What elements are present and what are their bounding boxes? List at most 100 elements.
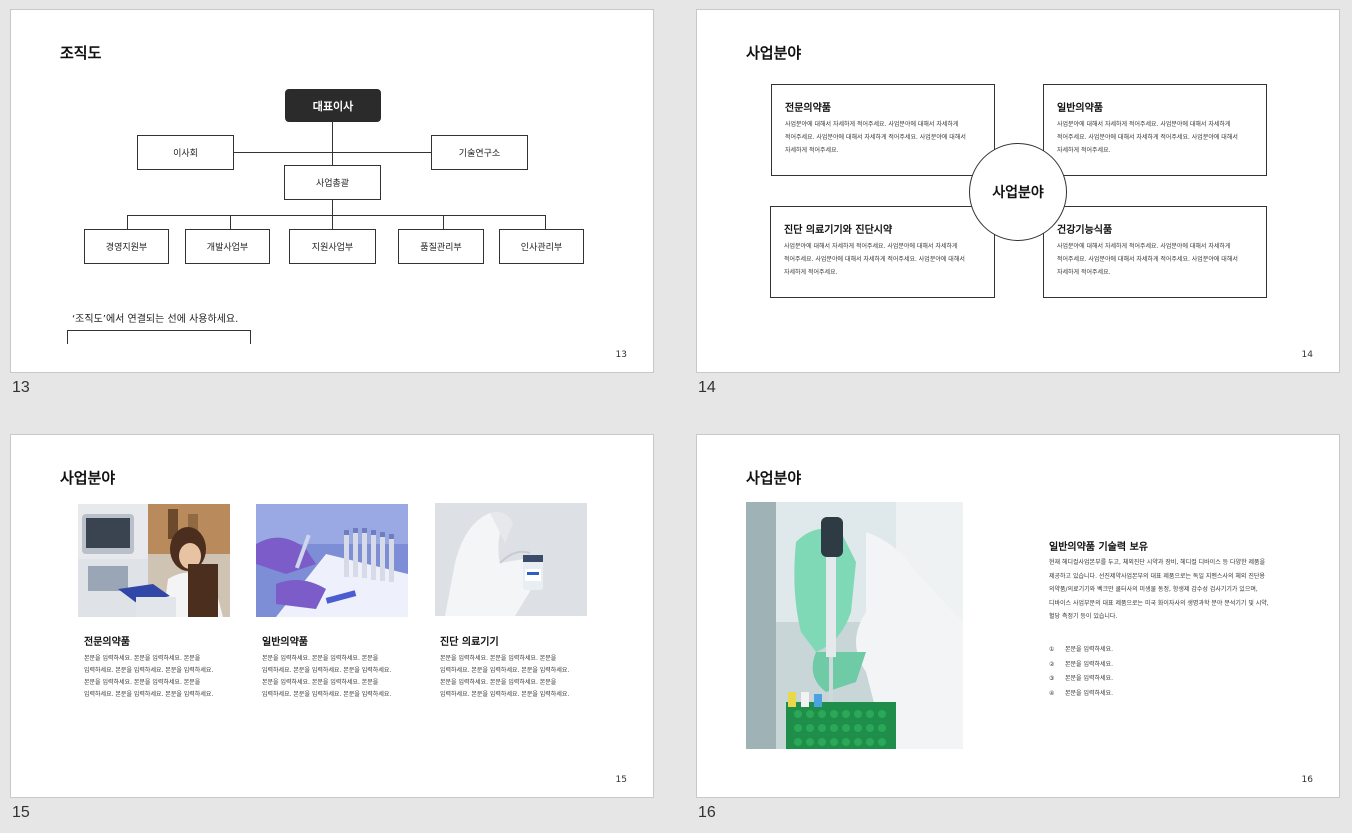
org-gm-box: 사업총괄: [284, 165, 381, 200]
card-title: 전문의약품: [785, 103, 831, 114]
card-line: 입력하세요. 본문을 입력하세요. 본문을 입력하세요.: [440, 667, 570, 674]
card-body: 사업분야에 대해서 자세하게 적어주세요. 사업분야에 대해서 자세하게 적어주…: [785, 118, 981, 157]
card-line: 입력하세요. 본문을 입력하세요. 본문을 입력하세요.: [262, 667, 392, 674]
slide-13-label: 13: [12, 379, 30, 396]
card-title: 건강기능식품: [1057, 225, 1113, 236]
slide-title: 사업분야: [746, 469, 802, 487]
card-line: 본문을 입력하세요. 본문을 입력하세요. 본문을: [262, 655, 379, 662]
list-text: 본문을 입력하세요.: [1065, 660, 1113, 668]
slide-15[interactable]: 사업분야: [10, 434, 654, 798]
list-item: ④ 본문을 입력하세요.: [1049, 687, 1113, 702]
card-body: 본문을 입력하세요. 본문을 입력하세요. 본문을 입력하세요. 본문을 입력하…: [440, 653, 600, 701]
card-line: 자세하게 적어주세요.: [1057, 269, 1111, 276]
gloved-hand-vial-photo: [435, 503, 587, 616]
connector-line: [230, 215, 231, 230]
connector-line: [332, 199, 333, 216]
card-body: 사업분야에 대해서 자세하게 적어주세요. 사업분야에 대해서 자세하게 적어주…: [1057, 240, 1253, 279]
card-line: 사업분야에 대해서 자세하게 적어주세요. 사업분야에 대해서 자세하게: [784, 243, 958, 250]
pipette-lab-photo: [746, 502, 963, 749]
connector-line: [332, 121, 333, 175]
card-line: 입력하세요. 본문을 입력하세요. 본문을 입력하세요.: [84, 667, 214, 674]
paragraph-line: 혈당 측정기 등이 있습니다.: [1049, 613, 1118, 620]
center-label: 사업분야: [992, 185, 1044, 201]
paragraph-line: 의약품/의료기기와 벡크만 쿨터사의 미생물 동정, 항생제 감수성 검사기기가…: [1049, 586, 1258, 593]
list-item: ② 본문을 입력하세요.: [1049, 658, 1113, 673]
card-line: 본문을 입력하세요. 본문을 입력하세요. 본문을: [262, 679, 379, 686]
card-body: 사업분야에 대해서 자세하게 적어주세요. 사업분야에 대해서 자세하게 적어주…: [784, 240, 981, 279]
org-dept-box: 인사관리부: [499, 229, 584, 264]
org-dept-box: 품질관리부: [398, 229, 484, 264]
card-title: 일반의약품: [262, 637, 308, 648]
slide-15-label: 15: [12, 804, 30, 821]
business-area-card: 건강기능식품 사업분야에 대해서 자세하게 적어주세요. 사업분야에 대해서 자…: [1043, 206, 1267, 298]
org-ceo-box: 대표이사: [285, 89, 381, 122]
card-line: 본문을 입력하세요. 본문을 입력하세요. 본문을: [440, 655, 557, 662]
product-card: 진단 의료기기 본문을 입력하세요. 본문을 입력하세요. 본문을 입력하세요.…: [440, 633, 600, 701]
business-area-card: 진단 의료기기와 진단시약 사업분야에 대해서 자세하게 적어주세요. 사업분야…: [770, 206, 995, 298]
center-circle: 사업분야: [969, 143, 1067, 241]
list-item: ③ 본문을 입력하세요.: [1049, 672, 1113, 687]
product-card: 일반의약품 본문을 입력하세요. 본문을 입력하세요. 본문을 입력하세요. 본…: [262, 633, 422, 701]
card-line: 적어주세요. 사업분야에 대해서 자세하게 적어주세요. 사업분야에 대해서: [1057, 256, 1238, 263]
card-line: 입력하세요. 본문을 입력하세요. 본문을 입력하세요.: [262, 691, 392, 698]
page-number: 15: [615, 775, 627, 785]
business-area-card: 전문의약품 사업분야에 대해서 자세하게 적어주세요. 사업분야에 대해서 자세…: [771, 84, 995, 176]
slide-16[interactable]: 사업분야 일반의약품 기술력 보유 현재 헤디컬사업본부를 두고,: [696, 434, 1340, 798]
connector-sample-line: [67, 330, 251, 344]
list-number: ④: [1049, 689, 1055, 697]
connector-line: [233, 152, 431, 153]
connector-line: [332, 215, 333, 230]
card-line: 사업분야에 대해서 자세하게 적어주세요. 사업분야에 대해서 자세하게: [1057, 243, 1231, 250]
list-number: ②: [1049, 660, 1055, 668]
connector-line: [545, 215, 546, 230]
card-line: 적어주세요. 사업분야에 대해서 자세하게 적어주세요. 사업분야에 대해서: [1057, 134, 1238, 141]
org-dept-box: 경영지원부: [84, 229, 169, 264]
page-number: 14: [1301, 350, 1313, 360]
list-text: 본문을 입력하세요.: [1065, 675, 1113, 682]
slide-14[interactable]: 사업분야 전문의약품 사업분야에 대해서 자세하게 적어주세요. 사업분야에 대…: [696, 9, 1340, 373]
slide-title: 조직도: [60, 44, 102, 62]
slide-14-label: 14: [698, 379, 716, 396]
org-board-box: 이사회: [137, 135, 234, 170]
paragraph-line: 디바이스 사업부문의 대표 제품으로는 미국 화이자사의 생명과학 분야 분석기…: [1049, 599, 1269, 607]
section-paragraph: 현재 헤디컬사업본부를 두고, 체외진단 시약과 장비, 헤디컬 디바이스 등 …: [1049, 556, 1299, 624]
card-line: 사업분야에 대해서 자세하게 적어주세요. 사업분야에 대해서 자세하게: [1057, 121, 1231, 128]
card-line: 본문을 입력하세요. 본문을 입력하세요. 본문을: [84, 679, 201, 686]
paragraph-line: 현재 헤디컬사업본부를 두고, 체외진단 시약과 장비, 헤디컬 디바이스 등 …: [1049, 559, 1266, 566]
connector-line: [127, 215, 128, 230]
card-line: 사업분야에 대해서 자세하게 적어주세요. 사업분야에 대해서 자세하게: [785, 121, 959, 128]
card-body: 본문을 입력하세요. 본문을 입력하세요. 본문을 입력하세요. 본문을 입력하…: [262, 653, 422, 701]
card-title: 진단 의료기기: [440, 637, 499, 648]
slide-13[interactable]: 조직도 대표이사 이사회 기술연구소 사업총괄 경영지원부 개발사업부 지원사업…: [10, 9, 654, 373]
connector-line: [443, 215, 444, 230]
slide-title: 사업분야: [746, 44, 802, 62]
card-line: 본문을 입력하세요. 본문을 입력하세요. 본문을: [84, 655, 201, 662]
list-number: ③: [1049, 675, 1055, 682]
page-number: 16: [1301, 775, 1313, 785]
slide-title: 사업분야: [60, 469, 116, 487]
card-line: 본문을 입력하세요. 본문을 입력하세요. 본문을: [440, 679, 557, 686]
section-heading: 일반의약품 기술력 보유: [1049, 542, 1148, 553]
paragraph-line: 제공하고 있습니다. 선진제약사업본부의 대표 제품으로는 독일 지멘스사의 체…: [1049, 572, 1265, 580]
card-line: 자세하게 적어주세요.: [785, 147, 839, 154]
lab-researcher-photo: [78, 504, 230, 617]
list-text: 본문을 입력하세요.: [1065, 689, 1113, 697]
product-card: 전문의약품 본문을 입력하세요. 본문을 입력하세요. 본문을 입력하세요. 본…: [84, 633, 244, 701]
page-number: 13: [615, 350, 627, 360]
card-line: 자세하게 적어주세요.: [784, 269, 838, 276]
card-title: 일반의약품: [1057, 103, 1103, 114]
org-dept-box: 지원사업부: [289, 229, 376, 264]
connector-line: [127, 215, 546, 216]
list-text: 본문을 입력하세요.: [1065, 646, 1113, 653]
business-area-card: 일반의약품 사업분야에 대해서 자세하게 적어주세요. 사업분야에 대해서 자세…: [1043, 84, 1267, 176]
card-body: 본문을 입력하세요. 본문을 입력하세요. 본문을 입력하세요. 본문을 입력하…: [84, 653, 244, 701]
connector-note: ‘조직도’에서 연결되는 선에 사용하세요.: [72, 314, 239, 325]
slide-16-label: 16: [698, 804, 716, 821]
card-line: 적어주세요. 사업분야에 대해서 자세하게 적어주세요. 사업분야에 대해서: [784, 256, 965, 263]
card-title: 진단 의료기기와 진단시약: [784, 225, 893, 236]
org-lab-box: 기술연구소: [431, 135, 528, 170]
card-line: 자세하게 적어주세요.: [1057, 147, 1111, 154]
card-line: 입력하세요. 본문을 입력하세요. 본문을 입력하세요.: [440, 691, 570, 698]
